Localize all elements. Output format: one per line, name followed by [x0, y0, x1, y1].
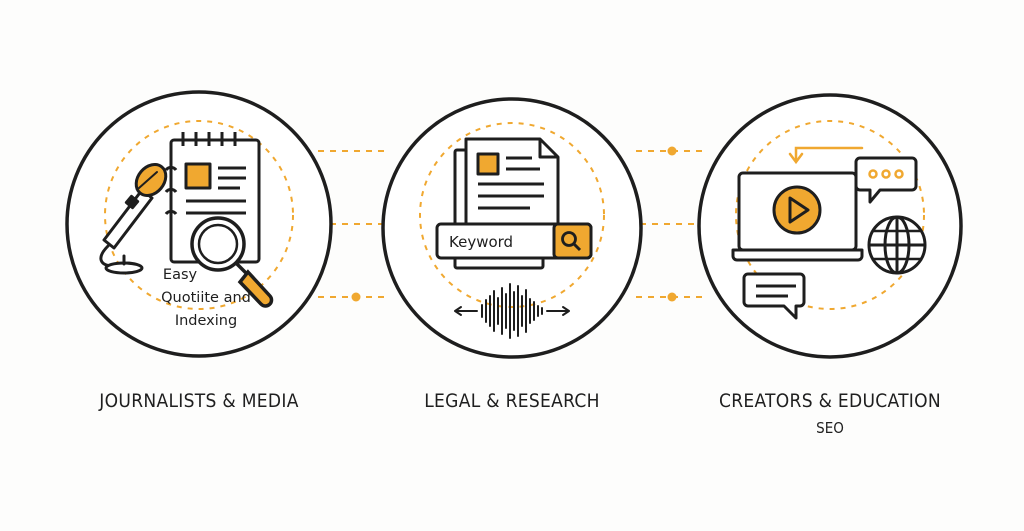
inner-text-line: Quotiite and [161, 290, 251, 306]
magnifier-icon [190, 216, 274, 308]
orbit-ring [419, 122, 605, 308]
search-bar[interactable] [435, 222, 593, 260]
audio-waveform-icon [454, 283, 570, 339]
arrow-icon [788, 146, 864, 165]
search-input-placeholder: Keyword [449, 233, 513, 251]
globe-icon [867, 215, 927, 275]
panel-journalists [65, 90, 333, 358]
inner-text-line: Indexing [174, 313, 238, 329]
orbit-ring [735, 120, 925, 310]
connector-lines [318, 150, 704, 298]
connector-dot [667, 146, 677, 156]
panel-creators-title: CREATORS & EDUCATION [719, 390, 941, 412]
panel-creators-subtitle: SEO [816, 419, 844, 437]
connector-dot [667, 292, 677, 302]
chat-bubble-icon [854, 156, 918, 204]
play-icon[interactable] [772, 185, 822, 235]
panel-creators [697, 93, 963, 359]
panel-journalists-title: JOURNALISTS & MEDIA [99, 390, 299, 412]
search-icon[interactable] [561, 231, 582, 252]
panel-legal-title: LEGAL & RESEARCH [424, 390, 600, 412]
panel-legal: Keyword [381, 97, 643, 359]
orbit-ring [104, 120, 294, 310]
message-icon [742, 272, 806, 320]
panel-journalists-inner-text: Easy Quotiite and Indexing [130, 264, 270, 333]
connector-dot [351, 292, 361, 302]
microphone-icon [99, 163, 168, 275]
connector-dots [351, 146, 677, 302]
inner-text-line: Easy [162, 267, 198, 283]
